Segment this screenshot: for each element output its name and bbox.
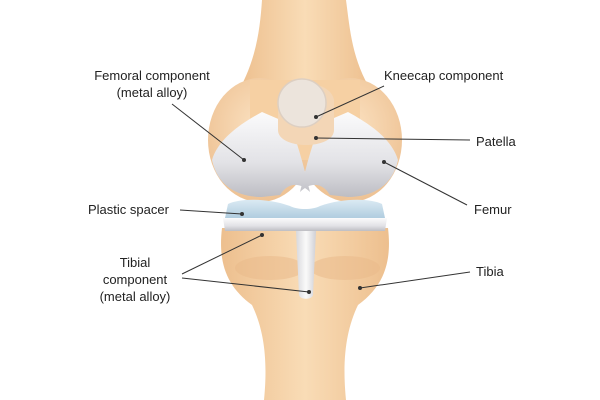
leader-plastic-spacer <box>179 209 243 215</box>
dot-tibial-stem <box>307 290 311 294</box>
label-plastic-spacer: Plastic spacer <box>88 202 170 217</box>
dot-spacer <box>240 212 244 216</box>
label-tibial-component-1: Tibial <box>120 255 151 270</box>
leader-tibia <box>359 271 471 289</box>
dot-tibia <box>358 286 362 290</box>
femur-bone <box>238 0 372 92</box>
dot-femoral <box>242 158 246 162</box>
leader-kneecap-component <box>315 85 385 118</box>
leader-patella <box>315 137 471 141</box>
label-kneecap-component: Kneecap component <box>384 68 504 83</box>
leader-femoral-component <box>171 103 245 161</box>
dot-femur <box>382 160 386 164</box>
label-patella: Patella <box>476 134 517 149</box>
label-femoral-component-1: Femoral component <box>94 68 210 83</box>
tibia-shading-right <box>310 256 380 280</box>
tibia-shading-left <box>235 256 305 280</box>
label-femur: Femur <box>474 202 512 217</box>
label-tibial-component-2: component <box>103 272 168 287</box>
label-tibial-component-3: (metal alloy) <box>100 289 171 304</box>
plastic-spacer <box>225 199 385 221</box>
leader-tibial-tray <box>181 234 263 275</box>
leader-lines <box>171 85 471 293</box>
kneecap-button <box>277 78 327 128</box>
label-tibia: Tibia <box>476 264 504 279</box>
dot-kneecap <box>314 115 318 119</box>
leader-tibial-stem <box>181 277 310 293</box>
dot-tibial-tray <box>260 233 264 237</box>
tibial-tray <box>223 218 387 231</box>
leader-femur <box>383 161 468 206</box>
dot-patella <box>314 136 318 140</box>
leader-dots <box>240 115 386 294</box>
label-femoral-component-2: (metal alloy) <box>117 85 188 100</box>
tibial-stem <box>296 231 316 299</box>
